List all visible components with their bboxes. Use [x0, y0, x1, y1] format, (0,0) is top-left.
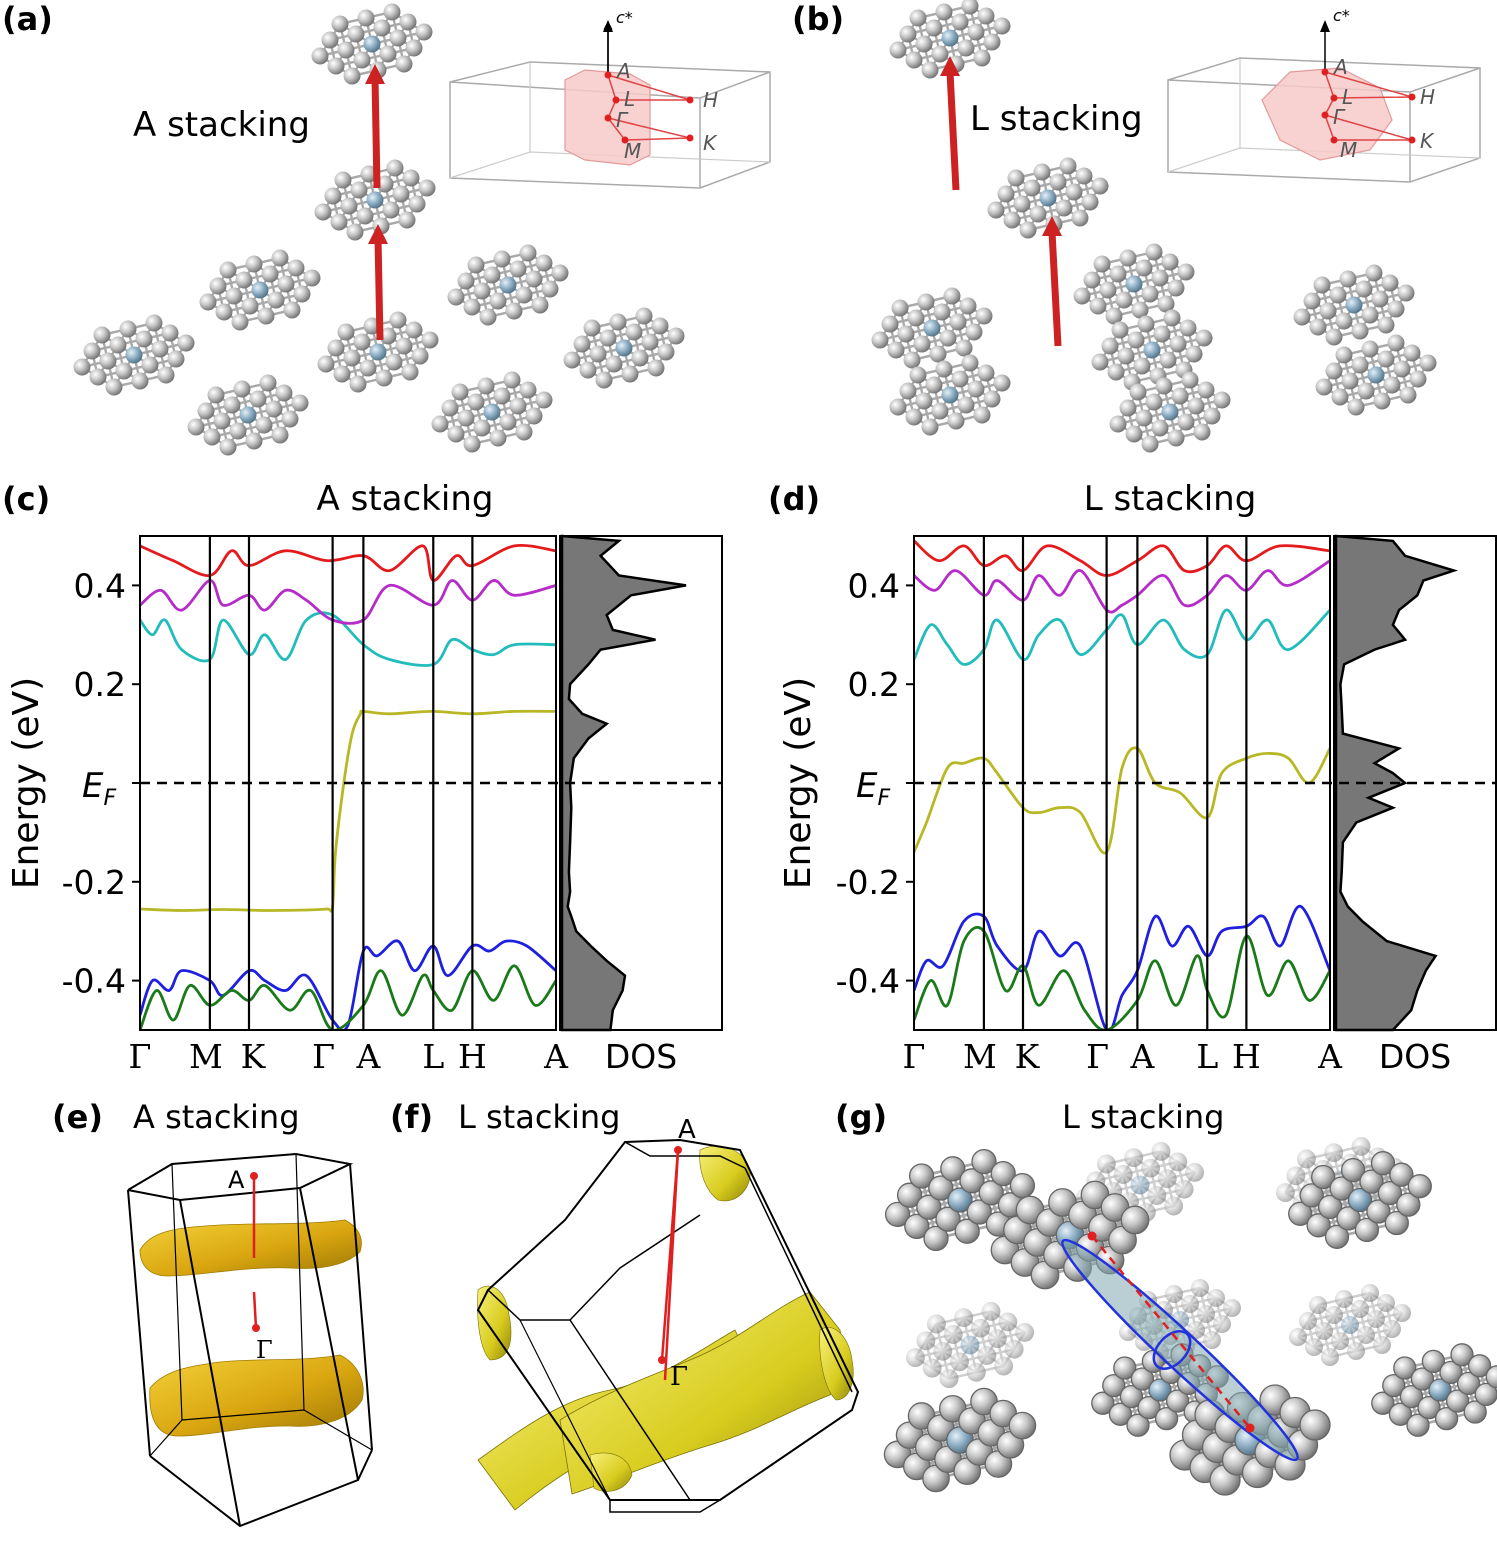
panel-label-b: (b) [792, 0, 844, 38]
panel-label-g: (g) [835, 1098, 887, 1136]
band-line-olive [140, 709, 556, 913]
upper-fermi-sheet [139, 1219, 362, 1277]
bz-b-label-A: A [1332, 55, 1348, 79]
fermi-surface-e-drawing: A Γ [127, 1152, 373, 1528]
fs-e-label-A: A [228, 1166, 245, 1194]
k-path-label: L [1196, 1037, 1218, 1076]
k-path-label: A [1129, 1037, 1155, 1076]
y-tick-label: -0.4 [836, 962, 900, 1001]
bz-a-label-M: M [624, 139, 641, 163]
orbital-ellipsoid [1061, 1238, 1299, 1462]
band-line-magenta [140, 579, 556, 625]
band-line-blue [914, 905, 1330, 1030]
k-path-label: M [189, 1037, 223, 1076]
chart-d-title: L stacking [1084, 479, 1257, 519]
panel-g-lattice: L stacking [883, 1098, 1497, 1496]
panel-f-title: L stacking [458, 1098, 620, 1136]
k-path-label: Γ [129, 1037, 152, 1076]
fermi-level-label: EF [82, 766, 116, 811]
dos-axis-label: DOS [1379, 1037, 1451, 1076]
bz-a-label-H: H [703, 88, 718, 112]
y-tick-label: 0.4 [848, 566, 900, 605]
y-axis-label: Energy (eV) [6, 677, 47, 889]
y-tick-label: -0.2 [836, 863, 900, 902]
panel-g-title: L stacking [1062, 1098, 1224, 1136]
band-line-magenta [914, 559, 1330, 614]
band-line-cyan [914, 608, 1330, 666]
band-line-green [914, 926, 1330, 1030]
bz-b-label-H: H [1420, 85, 1435, 109]
bz-b-label-L: L [1342, 85, 1353, 109]
dos-curve [560, 534, 687, 1032]
panel-b-stacking-label: L stacking [970, 99, 1143, 139]
y-tick-label: 0.2 [74, 665, 126, 704]
fermi-surface-l-stacking: L stacking A Γ [458, 1098, 860, 1513]
band-line-blue [140, 939, 556, 1030]
k-path-label: A [355, 1037, 381, 1076]
lattice-l-stacking [871, 0, 1437, 453]
panel-label-c: (c) [2, 480, 50, 518]
y-axis-label: Energy (eV) [778, 677, 819, 889]
bz-a-label-A: A [615, 59, 631, 83]
bz-a-cstar-label: c* [616, 8, 633, 27]
bz-a-label-L: L [624, 87, 635, 111]
k-path-label: K [1015, 1037, 1041, 1076]
k-path-label: Γ [312, 1037, 335, 1076]
y-tick-label: 0.4 [74, 566, 126, 605]
fs-e-label-Gamma: Γ [256, 1336, 273, 1364]
k-path-label: H [1232, 1037, 1261, 1076]
band-line-olive [914, 746, 1330, 855]
lower-fermi-sheet [149, 1354, 364, 1437]
bz-a-label-Gamma: Γ [616, 108, 629, 132]
bz-b-label-M: M [1340, 138, 1357, 162]
panel-label-d: (d) [768, 480, 820, 518]
panel-e-title: A stacking [133, 1098, 300, 1136]
k-path-label: A [543, 1037, 569, 1076]
k-path-label: Γ [1086, 1037, 1109, 1076]
band-line-green [140, 964, 556, 1030]
panel-label-e: (e) [52, 1098, 103, 1136]
k-path-label: Γ [903, 1037, 926, 1076]
fermi-level-label: EF [856, 766, 890, 811]
bz-a-label-K: K [703, 131, 718, 155]
panel-label-a: (a) [2, 0, 53, 38]
k-path-label: A [1317, 1037, 1343, 1076]
panel-label-f: (f) [390, 1098, 433, 1136]
lattice-g-sheets [883, 1136, 1497, 1496]
fermi-surface-a-stacking: A stacking [133, 1098, 300, 1136]
panel-a-stacking-label: A stacking [133, 105, 310, 145]
bz-b-cstar-label: c* [1333, 6, 1350, 25]
k-path-label: H [458, 1037, 487, 1076]
k-path-label: L [422, 1037, 444, 1076]
k-path-label: M [963, 1037, 997, 1076]
band-line-cyan [140, 611, 556, 667]
fs-f-label-Gamma: Γ [670, 1362, 688, 1392]
dos-axis-label: DOS [605, 1037, 677, 1076]
bz-b-label-Gamma: Γ [1333, 105, 1346, 129]
lattice-a-stacking [73, 3, 685, 456]
y-tick-label: -0.4 [62, 962, 126, 1001]
y-tick-label: 0.2 [848, 665, 900, 704]
y-tick-label: -0.2 [62, 863, 126, 902]
brillouin-zone-inset-a: c* A L Γ M H K [449, 8, 771, 189]
brillouin-zone-inset-b: c* A L Γ M H K [1167, 6, 1481, 183]
k-path-label: K [241, 1037, 267, 1076]
bz-b-label-K: K [1420, 129, 1435, 153]
chart-c-title: A stacking [317, 479, 494, 519]
fs-f-label-A: A [678, 1115, 696, 1145]
